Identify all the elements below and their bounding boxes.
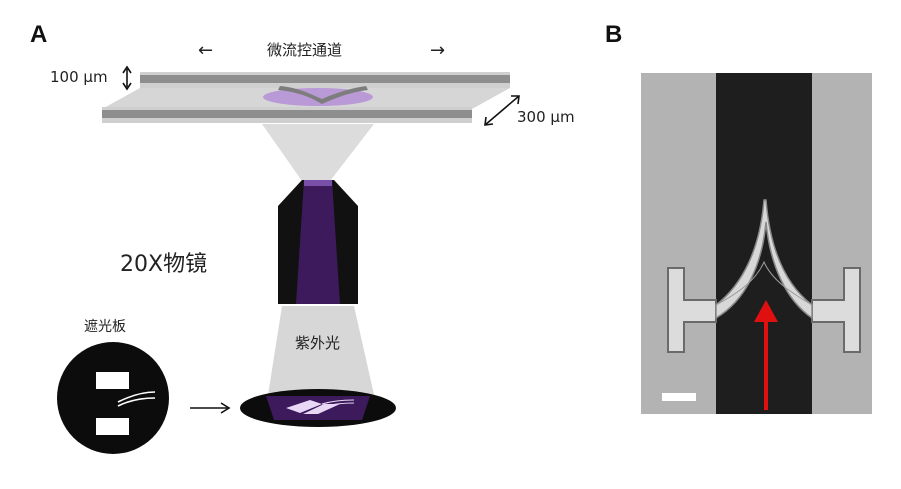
- uv-beam: [266, 306, 377, 408]
- mask-label: 遮光板: [84, 319, 126, 335]
- height-label: 100 µm: [50, 68, 108, 86]
- channel-arrow-right: →: [430, 40, 445, 61]
- photomask: [57, 342, 169, 454]
- height-arrow-icon: [122, 65, 132, 91]
- projected-pattern: [240, 389, 396, 427]
- channel-label: 微流控通道: [267, 41, 342, 59]
- scale-bar: [662, 393, 696, 401]
- objective-lens: [278, 180, 358, 304]
- uv-label: 紫外光: [295, 334, 340, 352]
- channel-arrow-left: ←: [198, 40, 213, 61]
- focus-cone: [262, 124, 374, 181]
- panel-b-letter: B: [605, 21, 622, 48]
- objective-label: 20X物镜: [120, 252, 207, 277]
- panel-a-letter: A: [30, 21, 47, 48]
- microfluidic-channel: [102, 72, 510, 123]
- micrograph: [641, 73, 872, 414]
- width-arrow-icon: [484, 95, 520, 126]
- width-label: 300 µm: [517, 108, 575, 126]
- projection-arrow-icon: [190, 402, 231, 414]
- flow-arrow-icon: [754, 300, 778, 410]
